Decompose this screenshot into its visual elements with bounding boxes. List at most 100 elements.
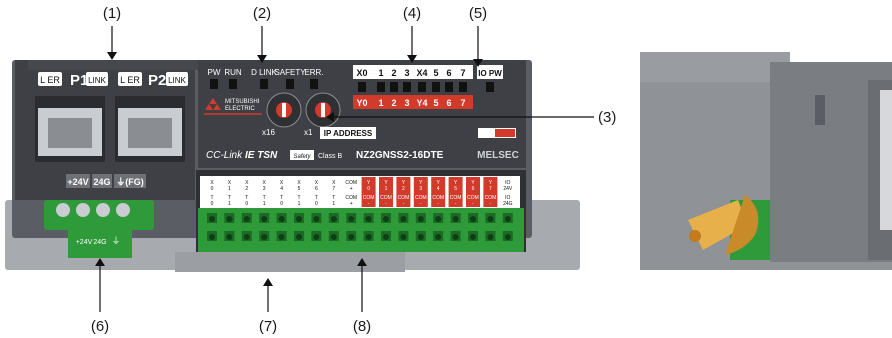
model-number: NZ2GNSS2-16DTE bbox=[356, 150, 444, 161]
terminal-label: - bbox=[455, 201, 457, 207]
terminal-label-bg bbox=[413, 177, 428, 207]
led-label-run: RUN bbox=[224, 68, 242, 77]
wire-hole-icon bbox=[383, 234, 389, 240]
wire-hole-icon bbox=[243, 216, 250, 222]
terminal-label: + bbox=[350, 201, 353, 207]
terminal-label: X bbox=[210, 180, 214, 186]
network-name-a: CC-Link bbox=[206, 150, 243, 161]
callout-5: (5) bbox=[469, 5, 487, 22]
arrow-up-icon bbox=[95, 258, 105, 266]
link-label-1: LINK bbox=[88, 76, 106, 85]
y-label-3: 3 bbox=[404, 98, 409, 108]
terminal-label: 0 bbox=[211, 186, 214, 192]
led-label-dlink: D LINK bbox=[251, 68, 277, 77]
terminal-label: 6 bbox=[315, 186, 318, 192]
terminal-label: Y bbox=[384, 180, 388, 186]
wire-hole-icon bbox=[313, 216, 320, 222]
callout-6: (6) bbox=[91, 318, 109, 335]
led-label-err: ERR. bbox=[304, 68, 323, 77]
callout-7: (7) bbox=[259, 318, 277, 335]
port-p1-label: P1 bbox=[70, 72, 88, 89]
terminal-label: 24V bbox=[503, 186, 513, 192]
logo-line1: MITSUBISHI bbox=[225, 99, 260, 105]
x-label-1: 1 bbox=[378, 68, 383, 78]
terminal-label: X bbox=[263, 180, 267, 186]
terminal-label: X bbox=[315, 180, 319, 186]
terminal-label: 3 bbox=[419, 186, 422, 192]
terminal-label: T bbox=[210, 195, 213, 201]
led-label-pw: PW bbox=[208, 68, 221, 77]
terminal-label: 2 bbox=[402, 186, 405, 192]
callout-3: (3) bbox=[598, 109, 616, 126]
terminal-label: 1 bbox=[332, 201, 335, 207]
x-label-4: X4 bbox=[416, 68, 427, 78]
wire-hole-icon bbox=[278, 234, 285, 240]
led-indicator bbox=[310, 79, 318, 89]
wire-hole-icon bbox=[209, 234, 215, 240]
terminal-label: 5 bbox=[298, 186, 301, 192]
wire-hole-icon bbox=[296, 234, 302, 240]
terminal-label: T bbox=[315, 195, 318, 201]
mitsubishi-logo: MITSUBISHI ELECTRIC bbox=[204, 98, 262, 115]
terminal-label: 7 bbox=[489, 186, 492, 192]
terminal-label: - bbox=[472, 201, 474, 207]
power-fg-label: ⏚(FG) bbox=[116, 177, 144, 187]
terminal-label: T bbox=[280, 195, 283, 201]
y-label-1: 1 bbox=[378, 98, 383, 108]
power-24g-label: 24G bbox=[93, 177, 110, 187]
arrow-down-icon bbox=[473, 59, 483, 67]
melsec-label: MELSEC bbox=[477, 150, 519, 161]
io-pw-label: IO PW bbox=[478, 69, 502, 78]
wire-hole-icon bbox=[504, 234, 511, 240]
screw-icon bbox=[96, 203, 110, 217]
terminal-label: COM bbox=[432, 195, 444, 201]
terminal-label: X bbox=[297, 180, 301, 186]
network-name-b: IE TSN bbox=[245, 150, 278, 161]
wire-hole-icon bbox=[487, 234, 494, 240]
power-24v-label: +24V bbox=[67, 177, 88, 187]
terminal-label: Y bbox=[367, 180, 371, 186]
terminal-label: 5 bbox=[454, 186, 457, 192]
wire-hole-icon bbox=[243, 234, 250, 240]
terminal-label: T bbox=[332, 195, 335, 201]
callout-2: (2) bbox=[253, 5, 271, 22]
arrow-down-icon bbox=[107, 52, 117, 60]
l-er-label-2: L ER bbox=[120, 75, 140, 85]
wire-hole-icon bbox=[504, 216, 511, 222]
wire-hole-icon bbox=[487, 216, 494, 222]
l-er-label-1: L ER bbox=[40, 75, 60, 85]
wire-hole-icon bbox=[417, 216, 424, 222]
wire-hole-icon bbox=[400, 216, 407, 222]
terminal-label: 0 bbox=[367, 186, 370, 192]
x-label-7: 7 bbox=[460, 68, 465, 78]
terminal-label: COM bbox=[450, 195, 462, 201]
terminal-label: X bbox=[228, 180, 232, 186]
terminal-label: COM bbox=[345, 195, 357, 201]
ethernet-port-p2: L ER P2 LINK bbox=[115, 72, 188, 162]
terminal-label: 0 bbox=[245, 201, 248, 207]
wire-hole-icon bbox=[278, 216, 285, 222]
led-label-safety: SAFETY bbox=[274, 68, 306, 77]
wire-hole-icon bbox=[452, 216, 459, 222]
terminal-label: T bbox=[297, 195, 300, 201]
terminal-label: 24G bbox=[503, 201, 513, 207]
led-row-x bbox=[358, 82, 467, 92]
ethernet-port-p1: L ER P1 LINK bbox=[35, 72, 108, 162]
terminal-label: IO bbox=[505, 180, 510, 186]
side-view bbox=[640, 52, 892, 270]
led-indicator bbox=[210, 79, 218, 89]
ip-address-label: IP ADDRESS bbox=[324, 129, 373, 138]
terminal-label: Y bbox=[402, 180, 406, 186]
y-label-5: 5 bbox=[433, 98, 438, 108]
port-p2-label: P2 bbox=[148, 72, 166, 89]
terminal-block: X0T0X1T1X2T0X3T1X4T0X5T1X6T0X7T1COM+COM+… bbox=[196, 170, 526, 252]
led-indicator bbox=[229, 79, 237, 89]
y-label-7: 7 bbox=[460, 98, 465, 108]
terminal-label: COM bbox=[380, 195, 392, 201]
ip-address-switches: x16 x1 IP ADDRESS bbox=[262, 92, 376, 139]
terminal-label: 4 bbox=[437, 186, 440, 192]
wire-hole-icon bbox=[261, 234, 268, 240]
y-label-0: Y0 bbox=[356, 98, 367, 108]
wire-hole-icon bbox=[313, 234, 320, 240]
